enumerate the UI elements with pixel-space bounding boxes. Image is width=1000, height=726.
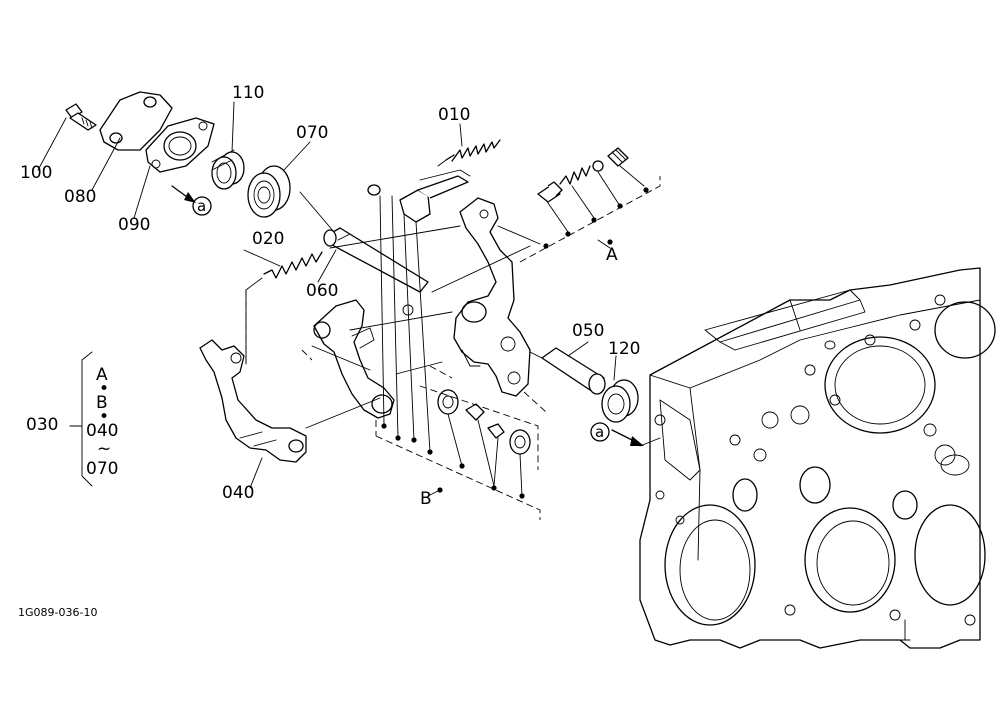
group-label-b: B — [420, 489, 432, 509]
spring-010-drawing — [437, 139, 501, 167]
part-label-050: 050 — [572, 321, 604, 341]
assembly-030-sep-1: • — [99, 379, 109, 399]
bolt-100-drawing — [65, 103, 97, 131]
ref-arrow-a-top — [171, 185, 196, 203]
ref-mark-a-right-text: a — [595, 423, 604, 441]
fork-lever-drawing — [313, 299, 414, 419]
ref-arrow-a-right — [611, 429, 644, 446]
assembly-030-line-b: B — [96, 393, 108, 413]
bearing-120-drawing — [601, 379, 639, 423]
assembly-030-line-040: 040 — [86, 421, 118, 441]
bearing-070-drawing — [247, 165, 291, 218]
small-parts-group-a — [537, 147, 629, 203]
part-label-020: 020 — [252, 229, 284, 249]
ref-mark-a-top-text: a — [197, 197, 206, 215]
dashed-group-boxes — [245, 176, 661, 520]
assembly-030-line-a: A — [96, 365, 108, 385]
gasket-090-drawing — [145, 117, 215, 173]
bracket-plate-drawing — [453, 197, 531, 397]
small-parts-group-b — [437, 389, 531, 455]
part-label-120: 120 — [608, 339, 640, 359]
pin-050-drawing — [541, 347, 606, 395]
cover-080-drawing — [99, 91, 173, 151]
part-label-070: 070 — [296, 123, 328, 143]
assembly-030-bracket — [69, 351, 93, 487]
ring-110-drawing — [211, 151, 245, 190]
part-label-060: 060 — [306, 281, 338, 301]
drawing-code: 1G089-036-10 — [18, 606, 97, 619]
part-label-090: 090 — [118, 215, 150, 235]
lever-040-drawing — [199, 277, 307, 463]
leader-lines — [37, 101, 661, 497]
engine-block-drawing — [639, 267, 996, 649]
reference-dots — [381, 187, 649, 499]
part-label-010: 010 — [438, 105, 470, 125]
ref-mark-a-right: a — [590, 422, 610, 442]
shaft-060-drawing — [323, 227, 429, 293]
part-label-110: 110 — [232, 83, 264, 103]
part-label-030: 030 — [26, 415, 58, 435]
ref-mark-a-top: a — [192, 196, 212, 216]
part-label-080: 080 — [64, 187, 96, 207]
part-label-100: 100 — [20, 163, 52, 183]
spring-020-drawing — [263, 251, 323, 279]
group-label-a: A — [606, 245, 618, 265]
part-label-040: 040 — [222, 483, 254, 503]
assembly-030-range: ~ — [97, 439, 111, 459]
assembly-030-sep-2: • — [99, 407, 109, 427]
assembly-030-line-070: 070 — [86, 459, 118, 479]
link-bracket-drawing — [367, 169, 471, 223]
